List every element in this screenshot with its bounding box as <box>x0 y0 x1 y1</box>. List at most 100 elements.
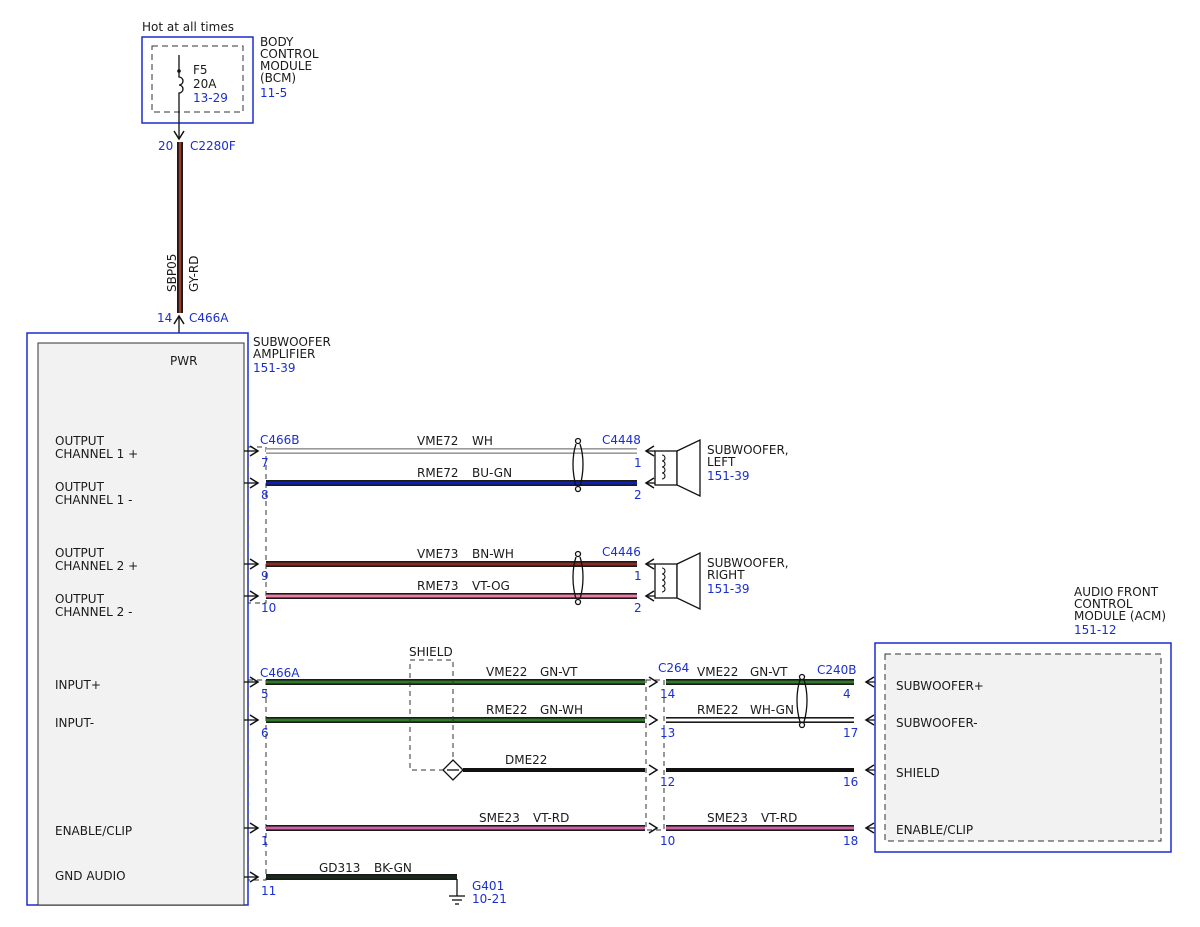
amp-name-line-1: SUBWOOFER <box>253 335 331 349</box>
inline-connector: C264 <box>658 661 689 675</box>
wire-VME73-color <box>266 562 637 566</box>
wire-color-code: VT-RD <box>533 811 569 825</box>
wire-color-code: BU-GN <box>472 466 512 480</box>
bcm-power-label: Hot at all times <box>142 20 234 34</box>
connector-arrow-icon <box>249 558 260 570</box>
amp-pin-number: 6 <box>261 726 269 740</box>
amp-pwr-label: PWR <box>170 354 197 368</box>
amp-pin-label: CHANNEL 2 + <box>55 559 138 573</box>
bcm-name-line-3: MODULE <box>260 59 312 73</box>
ground-ref: 10-21 <box>472 892 507 906</box>
amp-pin-label: OUTPUT <box>55 434 105 448</box>
speaker-right-name-2: RIGHT <box>707 568 745 582</box>
wire-VME22-color <box>266 680 645 684</box>
amp-pin-label: ENABLE/CLIP <box>55 824 132 838</box>
amp-pin-label: GND AUDIO <box>55 869 126 883</box>
speaker-left-ref: 151-39 <box>707 469 750 483</box>
bcm-ref: 11-5 <box>260 86 287 100</box>
amp-body <box>37 342 245 906</box>
bcm-box <box>141 36 254 124</box>
amp-pin-label: OUTPUT <box>55 480 105 494</box>
connector-arrow-icon <box>249 822 260 834</box>
wire-circuit: VME22 <box>486 665 527 679</box>
acm-pin-number: 4 <box>843 687 851 701</box>
amp-pin-number: 5 <box>261 687 269 701</box>
wire-SME23-color <box>266 826 645 830</box>
acm-ref: 151-12 <box>1074 623 1117 637</box>
wire-RME22-color <box>266 718 645 722</box>
acm-connector: C240B <box>817 663 857 677</box>
wire-circuit: RME22 <box>697 703 739 717</box>
shield-outline <box>409 659 454 771</box>
acm-pin-label: SUBWOOFER+ <box>896 679 984 693</box>
wire-color-code: BN-WH <box>472 547 514 561</box>
wire-GD313-color <box>266 875 457 879</box>
amp-pin-label: INPUT+ <box>55 678 101 692</box>
amp-pin-label: CHANNEL 2 - <box>55 605 132 619</box>
wire-color-code: WH <box>472 434 493 448</box>
speaker-coil-icon <box>661 454 666 480</box>
wire-RME73-color <box>266 594 637 598</box>
wire-DME22-acm <box>666 768 854 772</box>
connector-arrow-icon <box>648 822 659 834</box>
twisted-pair-icon <box>572 550 584 606</box>
acm-name-line-2: CONTROL <box>1074 597 1133 611</box>
speaker-pin-number: 1 <box>634 569 642 583</box>
speaker-left-name-2: LEFT <box>707 455 736 469</box>
speaker-icon <box>654 563 678 599</box>
speaker-pin-number: 2 <box>634 601 642 615</box>
wire-VME72-color <box>266 449 637 453</box>
speaker-right-connector: C4446 <box>602 545 641 559</box>
wire-circuit: VME73 <box>417 547 458 561</box>
wire-circuit: VME22 <box>697 665 738 679</box>
connector-arrow-icon <box>173 130 185 141</box>
wire-color-code: WH-GN <box>750 703 794 717</box>
c466a-connector-outline <box>247 679 267 881</box>
twisted-pair-icon <box>572 437 584 493</box>
amp-pin-number: 10 <box>261 601 276 615</box>
speaker-cone-icon <box>676 438 701 498</box>
amp-pin-number: 8 <box>261 488 269 502</box>
wire-circuit: GD313 <box>319 861 360 875</box>
speaker-left-connector: C4448 <box>602 433 641 447</box>
speaker-right-name-1: SUBWOOFER, <box>707 556 789 570</box>
amp-pin-label: OUTPUT <box>55 592 105 606</box>
fuse-name: F5 <box>193 63 208 77</box>
connector-arrow-icon <box>249 590 260 602</box>
wire-color-code: BK-GN <box>374 861 412 875</box>
speaker-left: SUBWOOFER, LEFT 151-39 C4448 <box>602 433 789 498</box>
speaker-pin-number: 1 <box>634 456 642 470</box>
power-wire-color <box>178 142 182 313</box>
amp-power-pin: 14 <box>157 311 172 325</box>
wire-VME22-acm-color <box>666 680 854 684</box>
acm-name-line-1: AUDIO FRONT <box>1074 585 1159 599</box>
fuse-ref: 13-29 <box>193 91 228 105</box>
connector-arrow-icon <box>648 764 659 776</box>
power-wire-color-code: GY-RD <box>187 255 201 292</box>
connector-arrow-icon <box>249 714 260 726</box>
connector-arrow-icon <box>249 477 260 489</box>
inline-pin-number: 14 <box>660 687 675 701</box>
amp-pin-number: 1 <box>261 834 269 848</box>
wire-circuit: SME23 <box>707 811 748 825</box>
wire-circuit: RME72 <box>417 466 459 480</box>
amp-output-connector: C466B <box>260 433 300 447</box>
connector-arrow-icon <box>249 871 260 883</box>
wire-circuit: SME23 <box>479 811 520 825</box>
c264-connector-outline <box>645 679 665 831</box>
acm-pin-number: 17 <box>843 726 858 740</box>
wire-circuit: DME22 <box>505 753 547 767</box>
wire-RME72-color <box>266 481 637 485</box>
amp-pin-label: INPUT- <box>55 716 94 730</box>
amp-pin-label: OUTPUT <box>55 546 105 560</box>
bcm-name-line-2: CONTROL <box>260 47 319 61</box>
amp-name-line-2: AMPLIFIER <box>253 347 315 361</box>
amp-ref: 151-39 <box>253 361 296 375</box>
bcm-connector: C2280F <box>190 139 236 153</box>
ground-g401: G401 10-21 <box>449 879 507 906</box>
acm-name-line-3: MODULE (ACM) <box>1074 609 1166 623</box>
speaker-icon <box>654 450 678 486</box>
wire-color-code: GN-VT <box>750 665 788 679</box>
acm-body <box>884 653 1162 842</box>
